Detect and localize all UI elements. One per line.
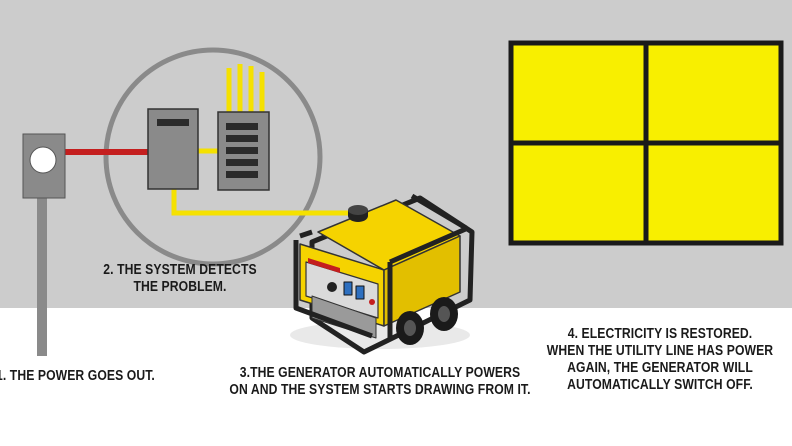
generator-icon: [290, 193, 475, 355]
zoom-circle-outline: [103, 47, 323, 267]
breaker-panel-icon: [217, 111, 270, 191]
step-4-caption: 4. ELECTRICITY IS RESTORED. WHEN THE UTI…: [500, 326, 792, 394]
utility-meter-icon: [22, 133, 66, 356]
step-3-line-2: ON AND THE SYSTEM STARTS DRAWING FROM IT…: [229, 382, 531, 398]
step-2-line-1: 2. THE SYSTEM DETECTS: [103, 262, 257, 278]
step-2-line-2: THE PROBLEM.: [133, 279, 227, 295]
step-4-line-2: WHEN THE UTILITY LINE HAS POWER: [546, 343, 774, 359]
step-3-caption: 3.THE GENERATOR AUTOMATICALLY POWERS ON …: [212, 365, 548, 399]
step-4-line-3: AGAIN, THE GENERATOR WILL: [567, 360, 753, 376]
transfer-switch-icon: [147, 108, 199, 190]
window-icon: [508, 40, 784, 246]
step-2-caption: 2. THE SYSTEM DETECTS THE PROBLEM.: [88, 262, 273, 296]
step-4-line-4: AUTOMATICALLY SWITCH OFF.: [567, 377, 753, 393]
step-3-line-1: 3.THE GENERATOR AUTOMATICALLY POWERS: [239, 365, 521, 381]
house-wiring: [171, 64, 360, 216]
step-4-line-1: 4. ELECTRICITY IS RESTORED.: [567, 326, 753, 342]
step-1-caption: 1. THE POWER GOES OUT.: [0, 368, 155, 385]
step-1-line: 1. THE POWER GOES OUT.: [0, 368, 155, 384]
